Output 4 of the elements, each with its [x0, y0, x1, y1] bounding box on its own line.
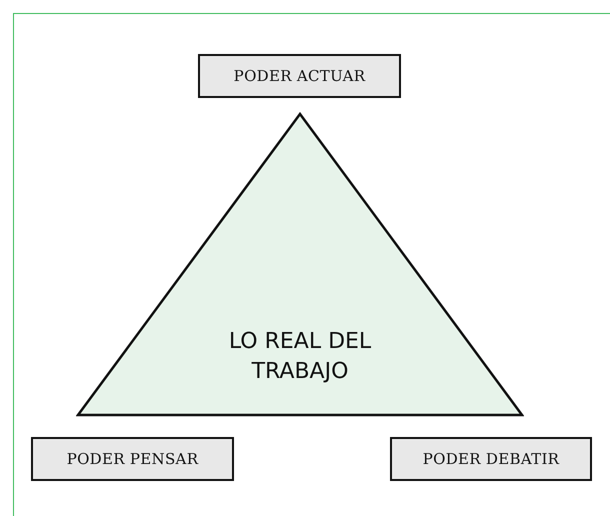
triangle-label: LO REAL DEL TRABAJO	[228, 328, 372, 386]
label-box: PODER DEBATIR	[390, 437, 592, 481]
label-box: PODER PENSAR	[31, 437, 234, 481]
label-box: PODER ACTUAR	[198, 54, 401, 98]
